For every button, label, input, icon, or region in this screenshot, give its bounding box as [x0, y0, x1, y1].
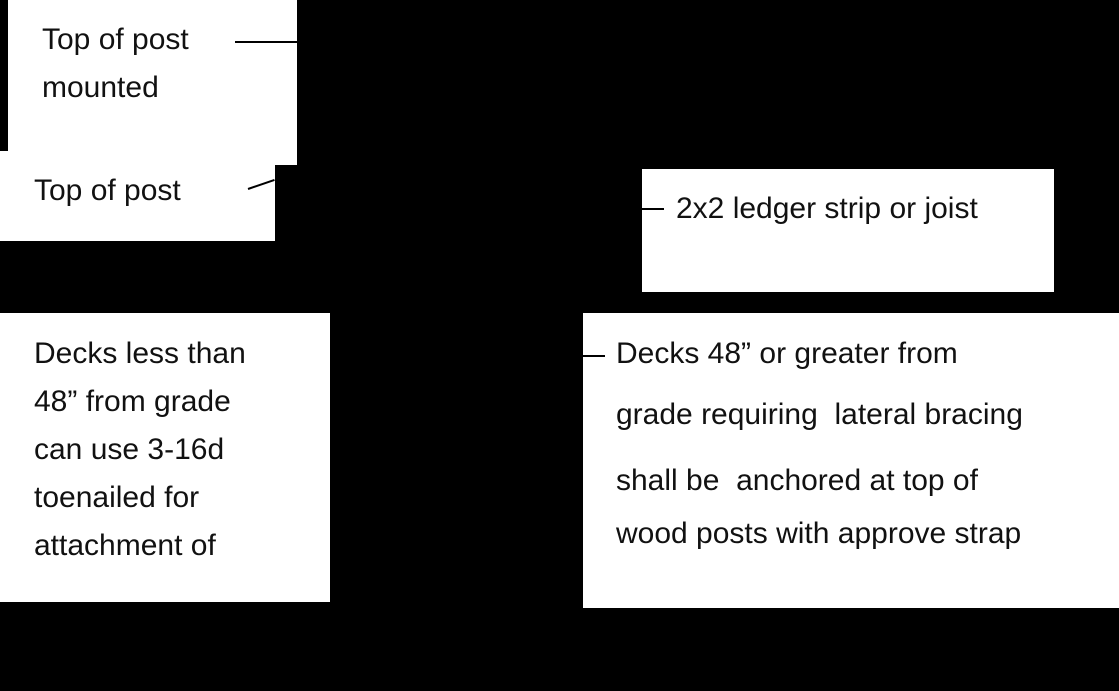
callout-label-decks-greater-line-4: wood posts with approve strap	[616, 517, 1022, 550]
callout-box-decks-48-or-greater	[583, 313, 1119, 608]
callout-box-decks-less-than-48	[0, 313, 330, 602]
callout-label-decks-less-line-3: can use 3-16d	[34, 433, 225, 466]
callout-box-ledger-strip	[642, 169, 1054, 292]
callout-label-decks-less-line-1: Decks less than	[34, 337, 246, 370]
leader-line-ledger-strip	[642, 208, 664, 210]
callout-box-top-of-post-mounted	[8, 0, 297, 151]
callout-label-decks-less-line-5: attachment of	[34, 529, 216, 562]
callout-label-decks-greater-line-2: grade requiring lateral bracing	[616, 398, 1023, 431]
callout-label-decks-less-line-2: 48” from grade	[34, 385, 231, 418]
callout-label-decks-less-line-4: toenailed for	[34, 481, 200, 514]
leader-line-decks-48-or-greater	[583, 355, 605, 357]
callout-label-decks-greater-line-3: shall be anchored at top of	[616, 464, 978, 497]
callout-box-top-of-post	[0, 165, 275, 241]
callout-box-top-of-post-mounted-extension	[0, 151, 297, 165]
callout-label-ledger-strip: 2x2 ledger strip or joist	[676, 192, 978, 225]
callout-label-top-of-post-mounted-line-1: Top of post	[42, 23, 189, 56]
callout-label-top-of-post: Top of post	[34, 174, 181, 207]
callout-label-top-of-post-mounted-line-2: mounted	[42, 71, 159, 104]
callout-label-decks-greater-line-1: Decks 48” or greater from	[616, 337, 958, 370]
leader-line-top-of-post-mounted	[235, 41, 297, 43]
